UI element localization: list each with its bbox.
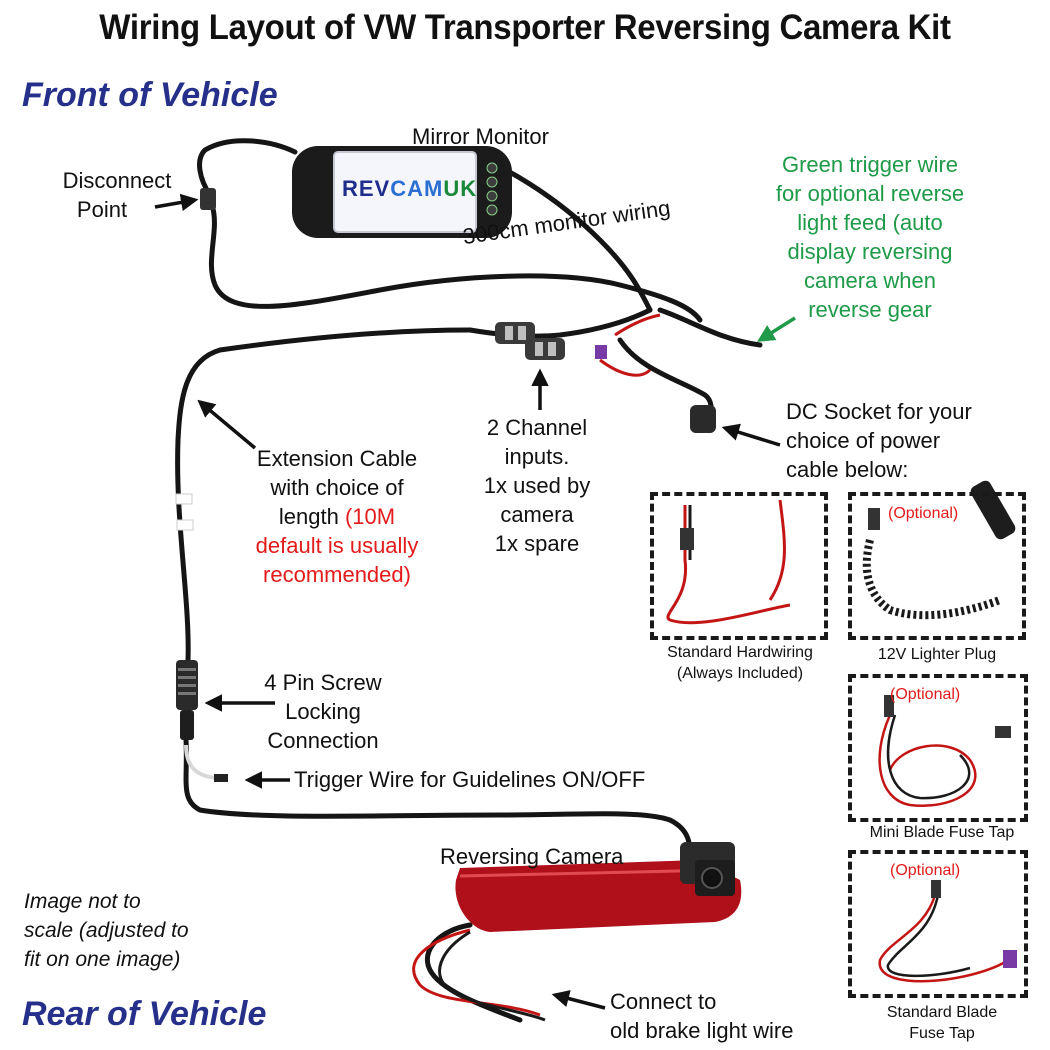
- four-pin-line-1: 4 Pin Screw: [264, 670, 382, 695]
- disconnect-point-label: Disconnect Point: [50, 166, 184, 224]
- monitor-wiring: [208, 202, 703, 323]
- revcamuk-logo: REVCAMUK: [342, 176, 477, 202]
- two-channel-line-3: 1x used by: [483, 473, 591, 498]
- mini-blade-illustration: [878, 695, 1011, 807]
- green-trigger-line-2: for optional reverse: [775, 181, 965, 206]
- caption-standard-blade: Standard Blade Fuse Tap: [842, 1002, 1042, 1044]
- brake-light-line-2: old brake light wire: [610, 1018, 794, 1043]
- extension-line-2: with choice of: [270, 475, 404, 500]
- junction-connectors: [495, 322, 607, 360]
- reversing-camera-label: Reversing Camera: [440, 844, 624, 869]
- two-channel-line-5: 1x spare: [494, 531, 580, 556]
- disconnect-line-1: Disconnect: [62, 168, 172, 193]
- power-option-lighter-box: [848, 492, 1026, 640]
- dc-socket: [690, 405, 716, 433]
- logo-part-uk: UK: [443, 176, 478, 201]
- four-pin-connector: [176, 660, 198, 740]
- caption-lighter-plug: 12V Lighter Plug: [877, 646, 997, 663]
- power-option-mini-blade-box: [848, 674, 1028, 822]
- extension-line-3: length (10M: [226, 502, 448, 531]
- optional-tag-standard-blade: (Optional): [890, 862, 961, 879]
- standard-blade-illustration: [878, 880, 1017, 983]
- extension-line-3-red: (10M: [344, 504, 396, 529]
- green-trigger-line-3: light feed (auto: [797, 210, 943, 235]
- power-option-hardwiring-box: [650, 492, 828, 640]
- front-of-vehicle-heading: Front of Vehicle: [22, 76, 278, 114]
- two-channel-line-2: inputs.: [504, 444, 570, 469]
- dc-socket-line-2: choice of power: [786, 428, 941, 453]
- logo-part-rev: REV: [342, 176, 391, 201]
- note-line-2: scale (adjusted to: [24, 919, 189, 942]
- caption-hardwiring-line-2: (Always Included): [676, 665, 804, 682]
- logo-part-cam: CAM: [390, 176, 444, 201]
- not-to-scale-note: Image not to scale (adjusted to fit on o…: [24, 887, 189, 974]
- caption-hardwiring-line-1: Standard Hardwiring: [667, 644, 813, 661]
- two-channel-line-1: 2 Channel: [486, 415, 588, 440]
- four-pin-label: 4 Pin Screw Locking Connection: [248, 668, 398, 755]
- mirror-monitor-label: Mirror Monitor: [412, 124, 549, 149]
- optional-tag-lighter: (Optional): [888, 505, 959, 522]
- extension-line-1: Extension Cable: [256, 446, 418, 471]
- brake-light-line-1: Connect to: [610, 989, 717, 1014]
- note-line-1: Image not to: [24, 890, 141, 913]
- extension-line-5: recommended): [263, 562, 411, 587]
- two-channel-line-4: camera: [500, 502, 574, 527]
- extension-line-3-text: length: [278, 504, 345, 529]
- dc-socket-line-3: cable below:: [786, 457, 909, 482]
- green-trigger-line-5: camera when: [803, 268, 937, 293]
- trigger-guidelines-label: Trigger Wire for Guidelines ON/OFF: [294, 767, 646, 792]
- disconnect-line-2: Point: [76, 197, 128, 222]
- rear-of-vehicle-heading: Rear of Vehicle: [22, 995, 267, 1033]
- reversing-camera: [455, 842, 742, 932]
- dc-socket-line-1: DC Socket for your: [786, 399, 972, 424]
- hardwiring-illustration: [666, 499, 791, 625]
- page-title: Wiring Layout of VW Transporter Reversin…: [99, 6, 951, 47]
- green-trigger-line-1: Green trigger wire: [781, 152, 959, 177]
- extension-cable-label: Extension Cable with choice of length (1…: [226, 444, 448, 589]
- optional-tag-mini-blade: (Optional): [890, 686, 961, 703]
- extension-line-4: default is usually: [255, 533, 419, 558]
- caption-hardwiring: Standard Hardwiring (Always Included): [642, 642, 838, 684]
- four-pin-line-2: Locking: [285, 699, 361, 724]
- note-line-3: fit on one image): [24, 948, 181, 971]
- brake-light-label: Connect to old brake light wire: [610, 987, 793, 1045]
- green-trigger-line-4: display reversing: [787, 239, 953, 264]
- power-option-standard-blade-box: [848, 850, 1028, 998]
- green-trigger-line-6: reverse gear: [808, 297, 932, 322]
- mirror-monitor: [292, 146, 512, 238]
- two-channel-label: 2 Channel inputs. 1x used by camera 1x s…: [462, 413, 612, 558]
- dc-socket-label: DC Socket for your choice of power cable…: [786, 397, 972, 484]
- caption-mini-blade: Mini Blade Fuse Tap: [869, 824, 1015, 841]
- caption-standard-blade-line-1: Standard Blade: [886, 1004, 998, 1021]
- four-pin-line-3: Connection: [267, 728, 379, 753]
- caption-standard-blade-line-2: Fuse Tap: [909, 1025, 975, 1042]
- pointer-arrows: [154, 193, 781, 1010]
- green-trigger-label: Green trigger wire for optional reverse …: [750, 150, 990, 324]
